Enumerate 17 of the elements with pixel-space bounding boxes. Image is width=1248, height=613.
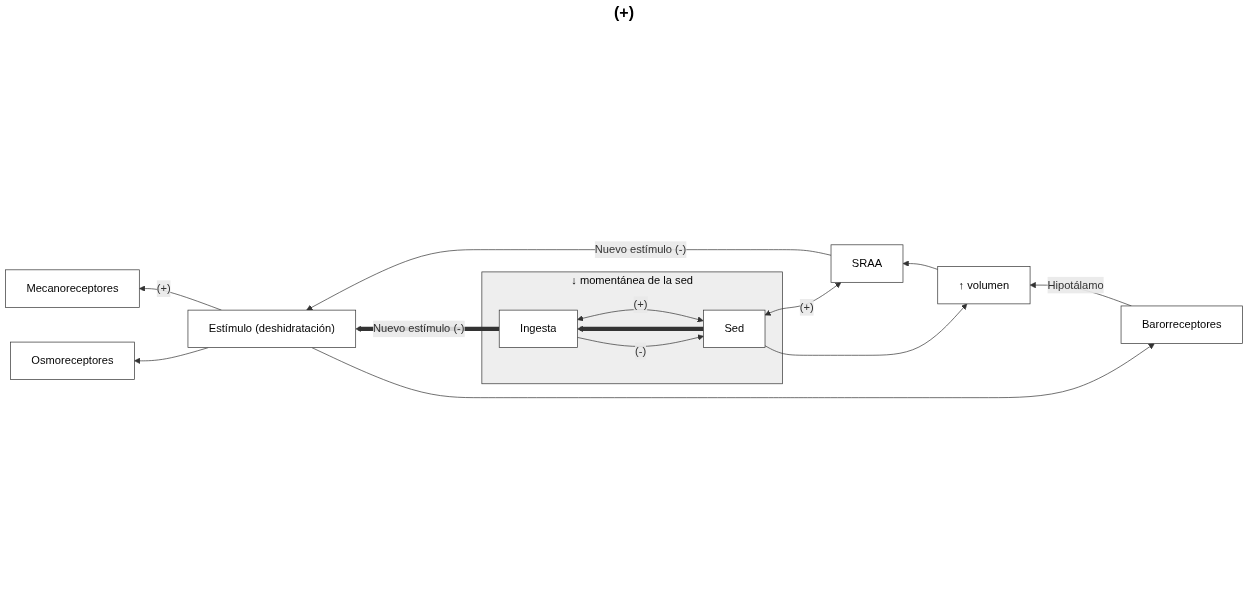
edge-label: (+)	[799, 301, 814, 313]
note-label: (+)	[614, 4, 634, 22]
edge-label: (+)	[156, 282, 171, 295]
edge-label: Nuevo estímulo (-)	[373, 322, 465, 335]
node-box: Barorreceptores	[1120, 305, 1243, 344]
node-box: SRAA	[830, 244, 904, 283]
arrow	[577, 325, 704, 332]
edge-label: (-)	[635, 344, 647, 357]
node-box: Osmoreceptores	[10, 341, 135, 380]
node-box: Mecanoreceptores	[5, 269, 140, 308]
node-box: Sed	[703, 309, 766, 348]
edge-label: Hipotálamo	[1047, 278, 1104, 291]
node-box: Ingesta	[498, 309, 578, 348]
edge-label: Nuevo estímulo (-)	[594, 243, 687, 256]
node-box: Estímulo (deshidratación)	[187, 309, 357, 348]
node-box: ↑ volumen	[937, 266, 1031, 305]
edge-label: (+)	[633, 298, 648, 311]
